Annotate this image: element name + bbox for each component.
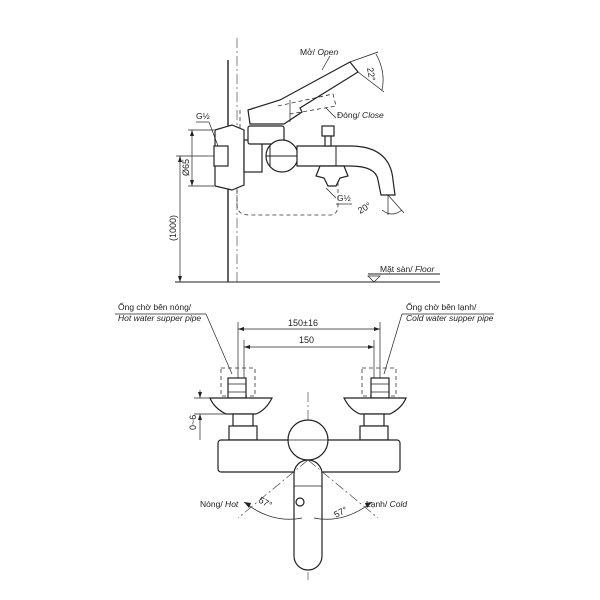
cold-flange [343, 397, 407, 415]
side-view: 22° 20° Mở/ Open Đóng/ Close G½ G½ Ø65 (… [168, 38, 440, 285]
wall-flange [214, 124, 245, 191]
lever-open [247, 61, 359, 125]
cold-label: Lạnh/ Cold [366, 499, 407, 509]
dim-1000-label: (1000) [168, 215, 178, 241]
diverter-knob [321, 125, 335, 137]
cold-inlet-nut [370, 377, 390, 399]
wall-inlet-nut [213, 145, 229, 167]
dim-150-16-label: 150±16 [288, 318, 318, 328]
cold-connector [363, 413, 385, 427]
floor-label: Mặt sàn/ Floor [380, 264, 436, 274]
thread-bottom-label: G½ [337, 193, 351, 203]
close-label: Đóng/ Close [337, 110, 384, 120]
angle-right-label: 57° [332, 504, 349, 519]
hot-label: Nóng/ Hot [200, 499, 239, 509]
hot-flange [209, 397, 273, 415]
hot-inlet-nut [227, 377, 247, 399]
hot-pipe-label-en: Hot water supper pipe [118, 313, 201, 323]
dim-0-6-label: 0~6 [188, 415, 198, 430]
dim-150-label: 150 [299, 335, 314, 345]
front-view: Ống chờ bên nóng/ Hot water supper pipe … [115, 301, 494, 580]
lever-handle [293, 459, 323, 571]
hot-pipe-label-vi: Ống chờ bên nóng/ [118, 301, 192, 312]
angle-open-label: 22° [365, 67, 377, 83]
cold-connector-nut [359, 425, 389, 441]
body-connector [243, 139, 263, 173]
dim-65-label: Ø65 [181, 159, 191, 176]
hot-connector-nut [228, 425, 258, 441]
body-top-nut [247, 125, 285, 145]
cold-pipe-label-vi: Ống chờ bên lạnh/ [406, 301, 477, 312]
thread-left-label: G½ [196, 111, 210, 121]
angle-spout-label: 20° [356, 200, 373, 216]
hot-connector [232, 413, 254, 427]
open-label: Mở/ Open [300, 47, 338, 57]
cold-pipe-label-en: Cold water supper pipe [406, 313, 494, 323]
angle-left-label: 57° [257, 495, 274, 510]
shower-outlet [315, 165, 349, 187]
